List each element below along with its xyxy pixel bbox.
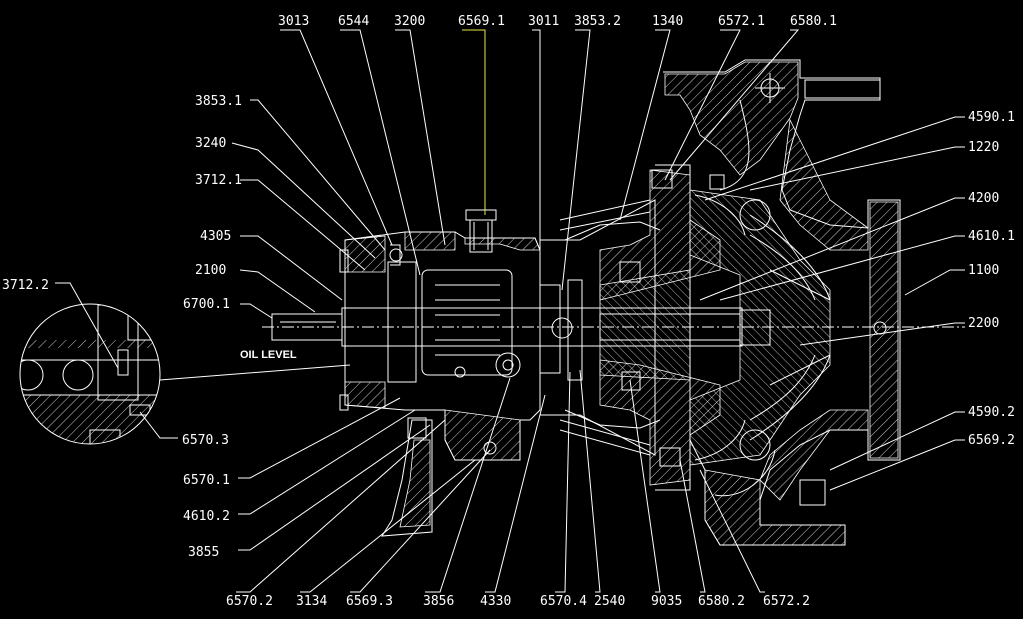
label-6570-3: 6570.3 xyxy=(182,433,229,448)
label-6700-1: 6700.1 xyxy=(183,297,230,312)
bearing-housing xyxy=(339,209,583,461)
label-2540: 2540 xyxy=(594,594,625,609)
leader-lines xyxy=(55,29,965,593)
label-4330: 4330 xyxy=(480,594,511,609)
label-oil-level: OIL LEVEL xyxy=(240,349,297,361)
label-4200: 4200 xyxy=(968,191,999,206)
casing-cover xyxy=(599,164,826,506)
label-6570-4: 6570.4 xyxy=(540,594,587,609)
label-6570-2: 6570.2 xyxy=(226,594,273,609)
label-3855: 3855 xyxy=(188,545,219,560)
label-3011: 3011 xyxy=(528,14,559,29)
label-3853-1: 3853.1 xyxy=(195,94,242,109)
label-1100: 1100 xyxy=(968,263,999,278)
support-foot xyxy=(381,417,433,537)
label-3856: 3856 xyxy=(423,594,454,609)
label-3853-2: 3853.2 xyxy=(574,14,621,29)
label-9035: 9035 xyxy=(651,594,682,609)
label-2200: 2200 xyxy=(968,316,999,331)
label-1340: 1340 xyxy=(652,14,683,29)
label-4610-1: 4610.1 xyxy=(968,229,1015,244)
label-1220: 1220 xyxy=(968,140,999,155)
volute-casing xyxy=(663,59,901,546)
label-3200: 3200 xyxy=(394,14,425,29)
label-6569-2: 6569.2 xyxy=(968,433,1015,448)
label-6580-2: 6580.2 xyxy=(698,594,745,609)
label-6569-3: 6569.3 xyxy=(346,594,393,609)
adapter-lantern xyxy=(540,199,691,456)
label-3240: 3240 xyxy=(195,136,226,151)
label-6570-1: 6570.1 xyxy=(183,473,230,488)
label-3134: 3134 xyxy=(296,594,327,609)
label-2100: 2100 xyxy=(195,263,226,278)
label-6569-1: 6569.1 xyxy=(458,14,505,29)
label-3013: 3013 xyxy=(278,14,309,29)
label-4590-2: 4590.2 xyxy=(968,405,1015,420)
impeller xyxy=(689,189,831,466)
label-3712-1: 3712.1 xyxy=(195,173,242,188)
detail-view-circle xyxy=(19,303,161,445)
label-4590-1: 4590.1 xyxy=(968,110,1015,125)
part-labels: 3013 6544 3200 6569.1 3011 3853.2 1340 6… xyxy=(2,14,1015,609)
label-4305: 4305 xyxy=(200,229,231,244)
label-6580-1: 6580.1 xyxy=(790,14,837,29)
label-6572-1: 6572.1 xyxy=(718,14,765,29)
label-4610-2: 4610.2 xyxy=(183,509,230,524)
label-6544: 6544 xyxy=(338,14,369,29)
label-3712-2: 3712.2 xyxy=(2,278,49,293)
label-6572-2: 6572.2 xyxy=(763,594,810,609)
